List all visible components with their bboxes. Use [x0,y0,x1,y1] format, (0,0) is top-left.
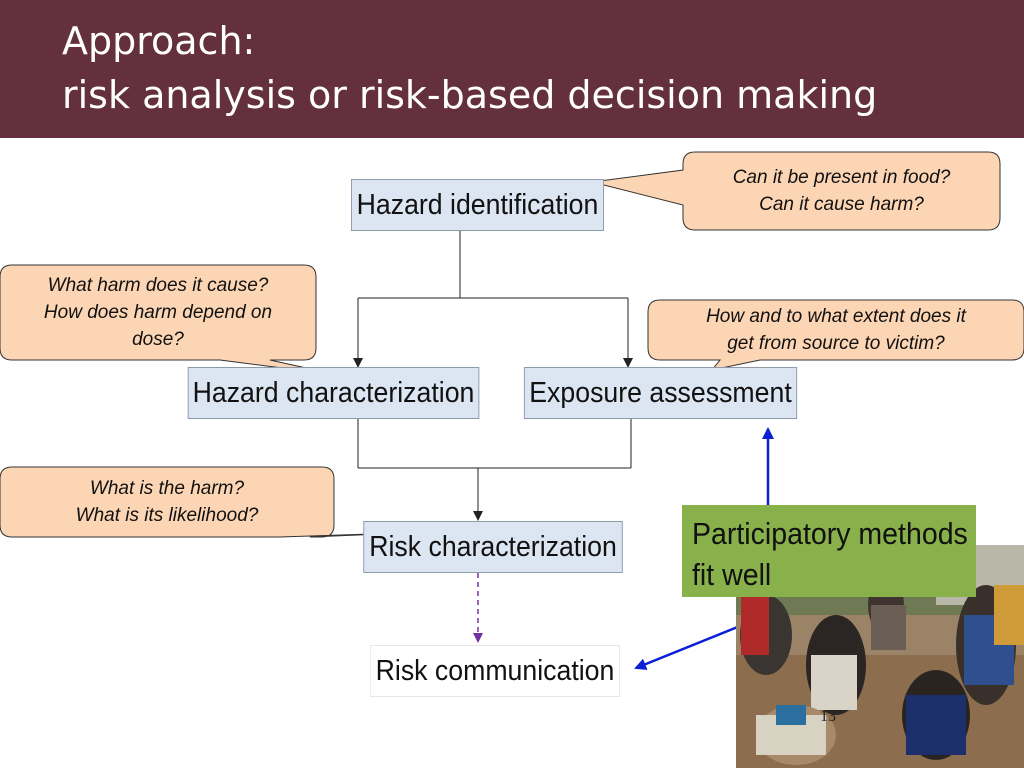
participatory-line-1: Participatory methods [692,516,968,551]
callout-identification-bubble [591,151,1001,231]
exposure-assessment-box: Exposure assessment [523,367,798,419]
callout-identification-text: Can it be present in food? Can it cause … [683,152,1000,230]
hazard-characterization-box: Hazard characterization [187,367,480,419]
participatory-methods-box: Participatory methods fit well [682,505,976,597]
title-line-1: Approach: [62,19,256,63]
callout-line: Can it be present in food? [732,167,951,188]
participatory-line-2: fit well [692,557,772,592]
callout-line: Can it cause harm? [759,194,924,215]
callout-line: dose? [132,329,184,350]
callout-line: What is its likelihood? [75,505,259,526]
title-line-2: risk analysis or risk-based decision mak… [62,73,878,117]
slide-title: Approach: risk analysis or risk-based de… [62,14,877,122]
blue-arrow-to-communication [634,620,751,670]
hazard-identification-box: Hazard identification [351,179,604,231]
callout-line: What is the harm? [89,478,245,499]
callout-line: How does harm depend on [43,302,273,323]
risk-characterization-box: Risk characterization [363,521,623,573]
callout-line: What harm does it cause? [47,275,269,296]
callout-line: get from source to victim? [727,333,945,354]
callout-characterization-text: What harm does it cause? How does harm d… [0,265,316,360]
callout-exposure-text: How and to what extent does it get from … [648,300,1024,360]
callout-exposure-bubble [647,299,1024,371]
title-bar [0,0,1024,138]
page-number: 13 [820,708,836,725]
callout-risk-text: What is the harm? What is its likelihood… [0,467,334,537]
callout-line: How and to what extent does it [706,306,966,327]
risk-communication-box: Risk communication [369,645,621,697]
